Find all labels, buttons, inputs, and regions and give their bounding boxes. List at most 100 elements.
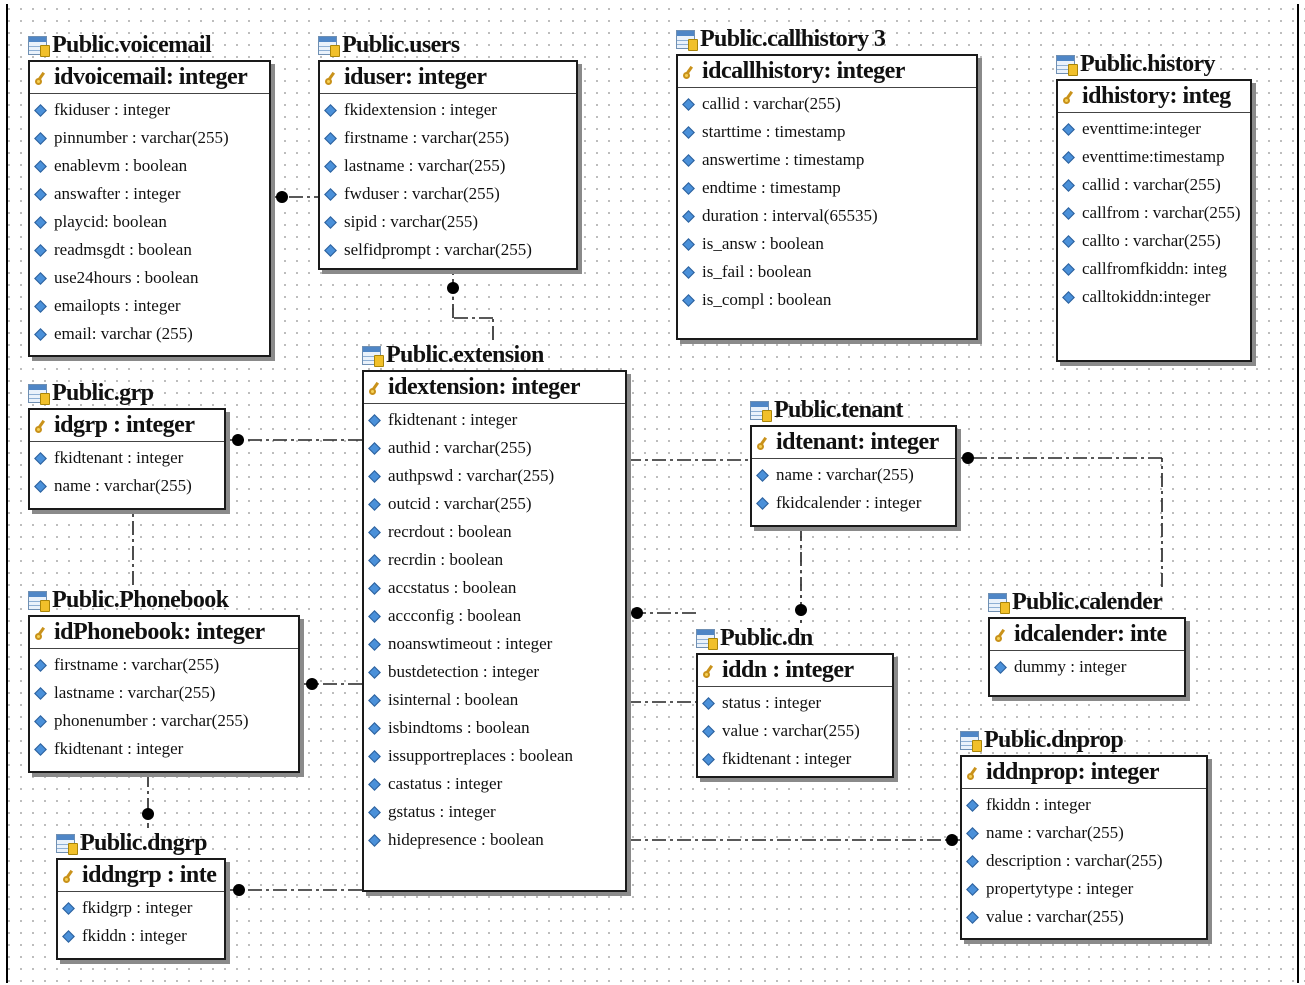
field-row[interactable]: propertytype : integer: [962, 875, 1206, 903]
field-row[interactable]: eventtime:timestamp: [1058, 143, 1250, 171]
field-row[interactable]: is_answ : boolean: [678, 230, 976, 258]
field-row[interactable]: callfrom : varchar(255): [1058, 199, 1250, 227]
primary-key-row[interactable]: idextension: integer: [364, 372, 625, 404]
field-row[interactable]: fkidcalender : integer: [752, 489, 955, 517]
field-row[interactable]: endtime : timestamp: [678, 174, 976, 202]
field-row[interactable]: fkidgrp : integer: [58, 894, 224, 922]
field-row[interactable]: accconfig : boolean: [364, 602, 625, 630]
field-row[interactable]: firstname : varchar(255): [30, 651, 298, 679]
field-row[interactable]: recrdout : boolean: [364, 518, 625, 546]
field-row[interactable]: firstname : varchar(255): [320, 124, 576, 152]
field-row[interactable]: is_compl : boolean: [678, 286, 976, 314]
column-diamond-icon: [966, 882, 979, 896]
primary-key-row[interactable]: iddngrp : inte: [58, 860, 224, 892]
field-label: endtime : timestamp: [702, 178, 841, 197]
field-row[interactable]: castatus : integer: [364, 770, 625, 798]
field-row[interactable]: duration : interval(65535): [678, 202, 976, 230]
field-row[interactable]: callfromfkiddn: integ: [1058, 255, 1250, 283]
field-row[interactable]: callid : varchar(255): [678, 90, 976, 118]
table-callhistory[interactable]: Public.callhistory 3 idcallhistory: integ…: [676, 24, 978, 340]
field-row[interactable]: name : varchar(255): [30, 472, 224, 500]
field-row[interactable]: name : varchar(255): [962, 819, 1206, 847]
field-row[interactable]: pinnumber : varchar(255): [30, 124, 269, 152]
field-row[interactable]: lastname : varchar(255): [30, 679, 298, 707]
field-row[interactable]: fkidtenant : integer: [30, 735, 298, 763]
field-row[interactable]: value : varchar(255): [962, 903, 1206, 931]
field-row[interactable]: phonenumber : varchar(255): [30, 707, 298, 735]
field-row[interactable]: bustdetection : integer: [364, 658, 625, 686]
primary-key-row[interactable]: idvoicemail: integer: [30, 62, 269, 94]
primary-key-row[interactable]: idgrp : integer: [30, 410, 224, 442]
field-row[interactable]: isbindtoms : boolean: [364, 714, 625, 742]
column-diamond-icon: [368, 469, 381, 483]
field-row[interactable]: enablevm : boolean: [30, 152, 269, 180]
field-label: sipid : varchar(255): [344, 212, 479, 231]
field-row[interactable]: status : integer: [698, 689, 892, 717]
field-row[interactable]: calltokiddn:integer: [1058, 283, 1250, 311]
field-row[interactable]: emailopts : integer: [30, 292, 269, 320]
field-row[interactable]: name : varchar(255): [752, 461, 955, 489]
primary-key-row[interactable]: idhistory: integ: [1058, 81, 1250, 113]
field-row[interactable]: gstatus : integer: [364, 798, 625, 826]
field-row[interactable]: selfidprompt : varchar(255): [320, 236, 576, 264]
field-row[interactable]: issupportreplaces : boolean: [364, 742, 625, 770]
primary-key-row[interactable]: idcalender: inte: [990, 619, 1184, 651]
column-diamond-icon: [34, 658, 47, 672]
field-row[interactable]: value : varchar(255): [698, 717, 892, 745]
field-row[interactable]: answafter : integer: [30, 180, 269, 208]
field-row[interactable]: use24hours : boolean: [30, 264, 269, 292]
field-row[interactable]: eventtime:integer: [1058, 115, 1250, 143]
field-row[interactable]: authid : varchar(255): [364, 434, 625, 462]
field-row[interactable]: fkidextension : integer: [320, 96, 576, 124]
primary-key-row[interactable]: idcallhistory: integer: [678, 56, 976, 88]
field-row[interactable]: recrdin : boolean: [364, 546, 625, 574]
field-row[interactable]: fwduser : varchar(255): [320, 180, 576, 208]
field-row[interactable]: isinternal : boolean: [364, 686, 625, 714]
field-row[interactable]: callto : varchar(255): [1058, 227, 1250, 255]
field-row[interactable]: playcid: boolean: [30, 208, 269, 236]
field-row[interactable]: lastname : varchar(255): [320, 152, 576, 180]
column-diamond-icon: [966, 854, 979, 868]
field-row[interactable]: callid : varchar(255): [1058, 171, 1250, 199]
field-row[interactable]: authpswd : varchar(255): [364, 462, 625, 490]
field-row[interactable]: hidepresence : boolean: [364, 826, 625, 854]
field-row[interactable]: fkidtenant : integer: [364, 406, 625, 434]
field-row[interactable]: fkiddn : integer: [58, 922, 224, 950]
field-row[interactable]: fkiddn : integer: [962, 791, 1206, 819]
field-row[interactable]: description : varchar(255): [962, 847, 1206, 875]
primary-key-row[interactable]: iddn : integer: [698, 655, 892, 687]
field-row[interactable]: fkidtenant : integer: [30, 444, 224, 472]
primary-key-row[interactable]: iddnprop: integer: [962, 757, 1206, 789]
primary-key-row[interactable]: idPhonebook: integer: [30, 617, 298, 649]
field-row[interactable]: outcid : varchar(255): [364, 490, 625, 518]
primary-key-label: iduser: integer: [344, 64, 487, 90]
primary-key-row[interactable]: iduser: integer: [320, 62, 576, 94]
field-row[interactable]: fkidtenant : integer: [698, 745, 892, 773]
field-row[interactable]: starttime : timestamp: [678, 118, 976, 146]
field-row[interactable]: readmsgdt : boolean: [30, 236, 269, 264]
field-row[interactable]: accstatus : boolean: [364, 574, 625, 602]
field-row[interactable]: answertime : timestamp: [678, 146, 976, 174]
table-name: Public.callhistory 3: [700, 25, 886, 52]
primary-key-row[interactable]: idtenant: integer: [752, 427, 955, 459]
field-row[interactable]: sipid : varchar(255): [320, 208, 576, 236]
field-label: fkidextension : integer: [344, 100, 497, 119]
field-row[interactable]: email: varchar (255): [30, 320, 269, 348]
field-row[interactable]: noanswtimeout : integer: [364, 630, 625, 658]
field-row[interactable]: dummy : integer: [990, 653, 1184, 681]
field-row[interactable]: is_fail : boolean: [678, 258, 976, 286]
field-row[interactable]: fkiduser : integer: [30, 96, 269, 124]
